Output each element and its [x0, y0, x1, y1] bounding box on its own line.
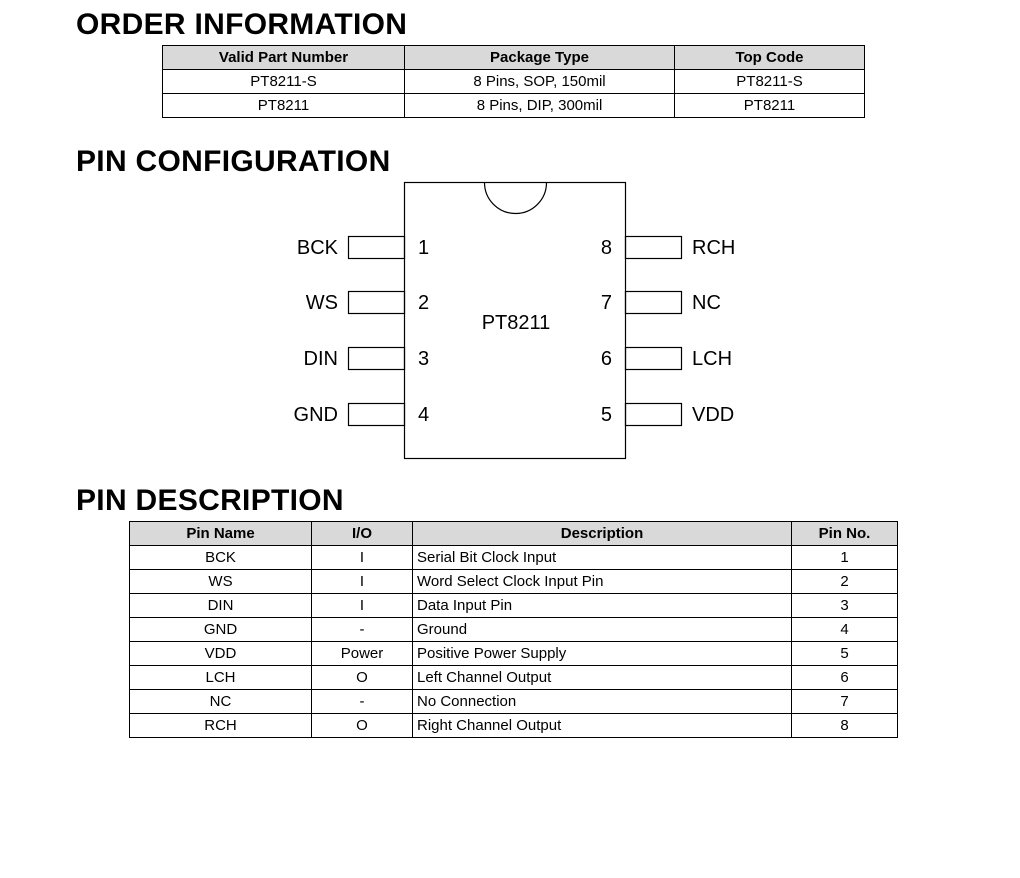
column-header: Top Code: [674, 45, 865, 70]
column-header: Package Type: [404, 45, 675, 70]
pin-stub-1: [347, 235, 406, 260]
pin-stub-2: [347, 290, 406, 315]
column-header: Pin No.: [791, 521, 898, 546]
description-cell: No Connection: [412, 689, 792, 714]
pin-name-vdd: VDD: [692, 404, 734, 426]
top-code-cell: PT8211: [674, 93, 865, 118]
chip-body: [403, 181, 627, 460]
pin-configuration-diagram: BCK WS DIN GND 1 2 3 4 8 7 6 5 RCH NC LC…: [294, 181, 735, 460]
pin-name-ws: WS: [306, 292, 338, 314]
io-cell: I: [311, 593, 413, 618]
description-cell: Ground: [412, 617, 792, 642]
pin-number-cell: 6: [791, 665, 898, 690]
table-header-row: Valid Part Number Package Type Top Code: [162, 45, 865, 70]
pin-number-3: 3: [418, 348, 429, 370]
pin-stub-7: [624, 290, 683, 315]
part-number-cell: PT8211-S: [162, 69, 405, 94]
description-cell: Word Select Clock Input Pin: [412, 569, 792, 594]
description-cell: Right Channel Output: [412, 713, 792, 738]
table-row: WS I Word Select Clock Input Pin 2: [129, 569, 898, 594]
pin-name-din: DIN: [304, 348, 338, 370]
table-row: DIN I Data Input Pin 3: [129, 593, 898, 618]
pin-stub-5: [624, 402, 683, 427]
table-header-row: Pin Name I/O Description Pin No.: [129, 521, 898, 546]
pin-configuration-heading: PIN CONFIGURATION: [76, 145, 391, 178]
table-row: GND - Ground 4: [129, 617, 898, 642]
io-cell: O: [311, 713, 413, 738]
column-header: I/O: [311, 521, 413, 546]
part-number-cell: PT8211: [162, 93, 405, 118]
chip-label: PT8211: [482, 312, 551, 334]
description-cell: Serial Bit Clock Input: [412, 545, 792, 570]
pin-number-cell: 5: [791, 641, 898, 666]
io-cell: -: [311, 689, 413, 714]
pin-number-2: 2: [418, 292, 429, 314]
package-type-cell: 8 Pins, DIP, 300mil: [404, 93, 675, 118]
pin-number-8: 8: [601, 237, 612, 259]
io-cell: I: [311, 545, 413, 570]
io-cell: I: [311, 569, 413, 594]
order-information-table: Valid Part Number Package Type Top Code …: [162, 45, 865, 118]
table-row: RCH O Right Channel Output 8: [129, 713, 898, 738]
table-row: BCK I Serial Bit Clock Input 1: [129, 545, 898, 570]
pin-stub-4: [347, 402, 406, 427]
pin-name-lch: LCH: [692, 348, 732, 370]
pin-name-cell: WS: [129, 569, 312, 594]
table-row: VDD Power Positive Power Supply 5: [129, 641, 898, 666]
pin-number-7: 7: [601, 292, 612, 314]
pin-name-gnd: GND: [294, 404, 338, 426]
description-cell: Data Input Pin: [412, 593, 792, 618]
pin-number-cell: 7: [791, 689, 898, 714]
top-code-cell: PT8211-S: [674, 69, 865, 94]
pin-name-cell: LCH: [129, 665, 312, 690]
table-row: PT8211-S 8 Pins, SOP, 150mil PT8211-S: [162, 69, 865, 94]
pin-number-cell: 1: [791, 545, 898, 570]
pin-name-cell: DIN: [129, 593, 312, 618]
pin-name-cell: GND: [129, 617, 312, 642]
pin-description-table: Pin Name I/O Description Pin No. BCK I S…: [129, 521, 898, 738]
pin-number-4: 4: [418, 404, 429, 426]
table-row: PT8211 8 Pins, DIP, 300mil PT8211: [162, 93, 865, 118]
pin-name-cell: RCH: [129, 713, 312, 738]
io-cell: Power: [311, 641, 413, 666]
order-information-heading: ORDER INFORMATION: [76, 8, 408, 41]
pin-name-rch: RCH: [692, 237, 735, 259]
column-header: Valid Part Number: [162, 45, 405, 70]
pin-name-cell: NC: [129, 689, 312, 714]
pin-name-cell: BCK: [129, 545, 312, 570]
pin-number-cell: 3: [791, 593, 898, 618]
io-cell: -: [311, 617, 413, 642]
io-cell: O: [311, 665, 413, 690]
pin-number-1: 1: [418, 237, 429, 259]
pin-stub-8: [624, 235, 683, 260]
table-row: LCH O Left Channel Output 6: [129, 665, 898, 690]
pin-name-cell: VDD: [129, 641, 312, 666]
pin-name-nc: NC: [692, 292, 721, 314]
package-type-cell: 8 Pins, SOP, 150mil: [404, 69, 675, 94]
pin-number-5: 5: [601, 404, 612, 426]
pin-number-cell: 2: [791, 569, 898, 594]
pin-number-6: 6: [601, 348, 612, 370]
column-header: Description: [412, 521, 792, 546]
pin-number-cell: 8: [791, 713, 898, 738]
pin-number-cell: 4: [791, 617, 898, 642]
chip-notch: [483, 182, 548, 215]
pin-name-bck: BCK: [297, 237, 339, 259]
table-row: NC - No Connection 7: [129, 689, 898, 714]
description-cell: Left Channel Output: [412, 665, 792, 690]
pin-stub-6: [624, 346, 683, 371]
column-header: Pin Name: [129, 521, 312, 546]
pin-description-heading: PIN DESCRIPTION: [76, 484, 344, 517]
description-cell: Positive Power Supply: [412, 641, 792, 666]
pin-stub-3: [347, 346, 406, 371]
